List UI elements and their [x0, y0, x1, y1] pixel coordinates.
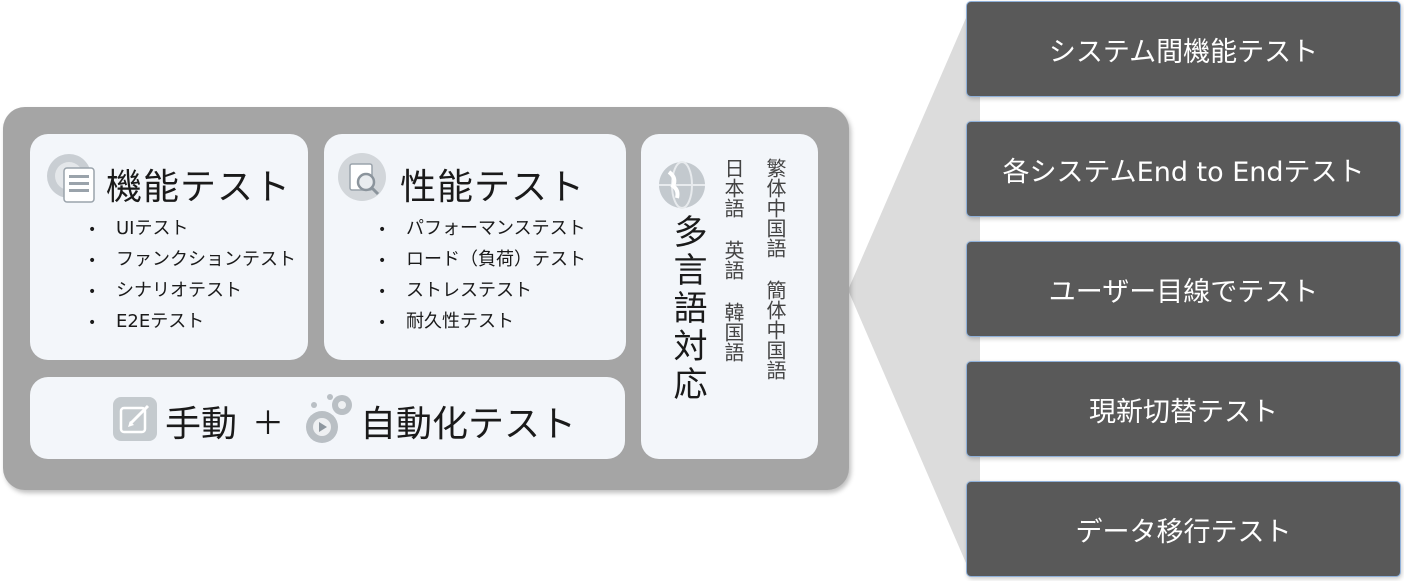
list-item: ファンクションテスト [88, 247, 296, 278]
cutover-test-box: 現新切替テスト [966, 361, 1401, 457]
automation-test-label: 自動化テスト [360, 404, 577, 445]
list-item: 耐久性テスト [378, 309, 586, 340]
multilingual-title: 多言語対応 [667, 214, 707, 404]
manual-label: 手動 [165, 404, 238, 445]
list-item: シナリオテスト [88, 278, 296, 309]
language-label: 英語 [721, 240, 745, 280]
list-item: パフォーマンステスト [378, 216, 586, 247]
magnifier-document-icon [336, 152, 390, 208]
list-item: E2Eテスト [88, 309, 296, 340]
plus-sign: ＋ [252, 404, 285, 442]
gears-play-icon [302, 391, 360, 451]
functional-test-title: 機能テスト [106, 167, 292, 208]
user-perspective-test-box: ユーザー目線でテスト [966, 241, 1401, 337]
performance-test-title: 性能テスト [400, 167, 586, 208]
functional-test-list: UIテスト ファンクションテスト シナリオテスト E2Eテスト [88, 216, 296, 340]
functional-test-card: 機能テスト UIテスト ファンクションテスト シナリオテスト E2Eテスト [30, 134, 308, 360]
system-integration-test-box: システム間機能テスト [966, 1, 1401, 97]
list-item: UIテスト [88, 216, 296, 247]
list-item: ロード（負荷）テスト [378, 247, 586, 278]
data-migration-test-box: データ移行テスト [966, 481, 1401, 577]
multilingual-card: 多言語対応 日本語英語韓国語 繁体中国語簡体中国語 [641, 134, 818, 459]
end-to-end-test-box: 各システムEnd to Endテスト [966, 121, 1401, 217]
gear-list-icon [42, 152, 100, 208]
language-label: 日本語 [721, 158, 745, 218]
performance-test-card: 性能テスト パフォーマンステスト ロード（負荷）テスト ストレステスト 耐久性テ… [324, 134, 626, 360]
language-column-2: 繁体中国語簡体中国語 [761, 158, 790, 380]
list-item: ストレステスト [378, 278, 586, 309]
language-label: 簡体中国語 [763, 280, 787, 380]
language-column-1: 日本語英語韓国語 [719, 158, 748, 362]
language-label: 繁体中国語 [763, 158, 787, 258]
globe-icon [657, 160, 707, 214]
language-label: 韓国語 [721, 302, 745, 362]
manual-automation-card: 手動 ＋ 自動化テスト [30, 377, 625, 459]
pen-edit-icon [112, 396, 158, 446]
performance-test-list: パフォーマンステスト ロード（負荷）テスト ストレステスト 耐久性テスト [378, 216, 586, 340]
